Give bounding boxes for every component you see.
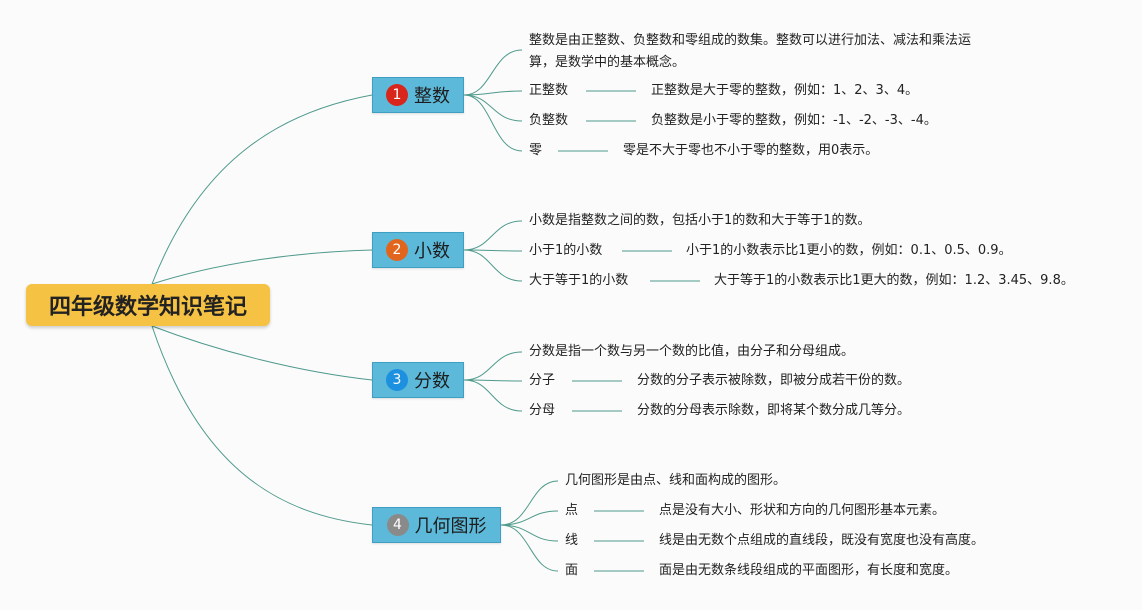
- topic-label: 几何图形: [414, 516, 487, 537]
- root-link-4: [151, 325, 373, 526]
- branch-1-item-3: [463, 94, 523, 152]
- term-positive-integer: 正整数: [529, 83, 569, 98]
- term-ge-one: 大于等于1的小数: [529, 273, 629, 288]
- branch-1-item-2: [463, 94, 523, 122]
- branch-1-item-1: [463, 90, 523, 96]
- topic-integers[interactable]: 1 整数: [372, 77, 464, 113]
- term-zero: 零: [529, 143, 543, 158]
- branch-4-summary: [500, 480, 559, 526]
- number-badge-3: 3: [386, 369, 408, 391]
- desc-plane: 面是由无数条线段组成的平面图形，有长度和宽度。: [659, 563, 959, 578]
- term-negative-integer: 负整数: [529, 113, 569, 128]
- summary-decimals: 小数是指整数之间的数，包括小于1的数和大于等于1的数。: [529, 213, 871, 228]
- desc-point: 点是没有大小、形状和方向的几何图形基本元素。: [659, 503, 946, 518]
- term-point: 点: [565, 503, 579, 518]
- branch-2-item-2: [463, 249, 523, 282]
- root-node[interactable]: 四年级数学知识笔记: [26, 284, 270, 326]
- branch-4-item-1: [500, 510, 559, 526]
- topic-label: 小数: [414, 241, 450, 262]
- desc-positive-integer: 正整数是大于零的整数，例如：1、2、3、4。: [651, 83, 919, 98]
- term-numerator: 分子: [529, 373, 556, 388]
- root-link-2: [151, 249, 373, 285]
- branch-2-item-1: [463, 249, 523, 252]
- topic-label: 整数: [414, 86, 450, 107]
- desc-zero: 零是不大于零也不小于零的整数，用0表示。: [623, 143, 879, 158]
- desc-negative-integer: 负整数是小于零的整数，例如：-1、-2、-3、-4。: [651, 113, 937, 128]
- topic-fractions[interactable]: 3 分数: [372, 362, 464, 398]
- term-line: 线: [565, 533, 579, 548]
- term-denominator: 分母: [529, 403, 556, 418]
- branch-2-summary: [463, 220, 523, 251]
- topic-geometry[interactable]: 4 几何图形: [372, 507, 501, 543]
- branch-3-item-2: [463, 379, 523, 412]
- desc-line: 线是由无数个点组成的直线段，既没有宽度也没有高度。: [659, 533, 985, 548]
- root-link-3: [151, 325, 373, 381]
- branch-4-item-3: [500, 524, 559, 572]
- root-link-1: [151, 94, 373, 285]
- desc-less-than-one: 小于1的小数表示比1更小的数，例如：0.1、0.5、0.9。: [686, 243, 1012, 258]
- topic-label: 分数: [414, 371, 450, 392]
- branch-3-item-1: [463, 379, 523, 382]
- branch-3-summary: [463, 351, 523, 381]
- branch-4-item-2: [500, 524, 559, 542]
- desc-numerator: 分数的分子表示被除数，即被分成若干份的数。: [637, 373, 911, 388]
- branch-1-summary: [463, 49, 523, 96]
- number-badge-2: 2: [386, 239, 408, 261]
- term-less-than-one: 小于1的小数: [529, 243, 603, 258]
- root-title: 四年级数学知识笔记: [48, 295, 247, 320]
- desc-denominator: 分数的分母表示除数，即将某个数分成几等分。: [637, 403, 911, 418]
- summary-integers: 整数是由正整数、负整数和零组成的数集。整数可以进行加法、减法和乘法运 算，是数学…: [529, 33, 972, 70]
- summary-fractions: 分数是指一个数与另一个数的比值，由分子和分母组成。: [529, 344, 855, 359]
- term-plane: 面: [565, 563, 579, 578]
- topic-decimals[interactable]: 2 小数: [372, 232, 464, 268]
- desc-ge-one: 大于等于1的小数表示比1更大的数，例如：1.2、3.45、9.8。: [714, 273, 1074, 288]
- summary-geometry: 几何图形是由点、线和面构成的图形。: [565, 473, 787, 488]
- number-badge-4: 4: [386, 514, 409, 536]
- number-badge-1: 1: [386, 84, 408, 106]
